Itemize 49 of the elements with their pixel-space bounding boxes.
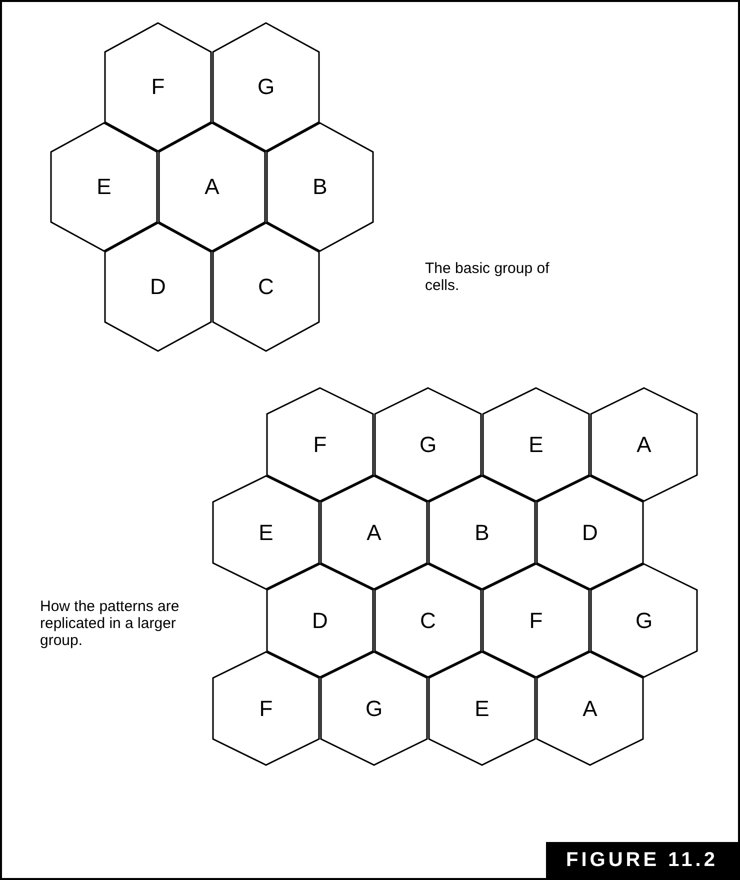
cell-letter: E	[528, 434, 544, 456]
hexagon-cell	[590, 563, 698, 678]
hexagon-cell	[536, 475, 644, 590]
hexagon-cell	[104, 22, 212, 152]
hexagon-cell	[158, 122, 266, 252]
hexagon-cell	[482, 563, 590, 678]
cell-letter: D	[150, 276, 166, 298]
cell-letter: E	[96, 176, 112, 198]
cell-letter: A	[582, 698, 598, 720]
hexagon-cell	[212, 222, 320, 352]
hexagon-cell	[374, 563, 482, 678]
cell-letter: B	[312, 176, 328, 198]
hexagon-cell	[266, 563, 374, 678]
cell-letter: D	[582, 522, 598, 544]
hexagon-cell	[212, 651, 320, 766]
hexagon-cell	[266, 387, 374, 502]
cell-letter: A	[204, 176, 220, 198]
note-text: How the patterns are replicated in a larger group.	[40, 598, 180, 649]
hexagon-cell	[50, 122, 158, 252]
cell-letter: F	[529, 610, 543, 632]
cell-letter: B	[474, 522, 490, 544]
cell-letter: G	[635, 610, 653, 632]
cell-letter: F	[313, 434, 327, 456]
note-text: The basic group of cells.	[425, 260, 550, 294]
hexagon-cell	[104, 222, 212, 352]
hexagon-cell	[212, 475, 320, 590]
hexagon-cell	[212, 22, 320, 152]
hexagon-cell	[482, 387, 590, 502]
cell-letter: A	[636, 434, 652, 456]
hexagon-cell	[536, 651, 644, 766]
hexagon-cell	[590, 387, 698, 502]
cell-letter: G	[419, 434, 437, 456]
cell-letter: A	[366, 522, 382, 544]
cell-letter: E	[258, 522, 274, 544]
cell-letter: F	[259, 698, 273, 720]
figure-caption: FIGURE 11.2	[546, 842, 738, 878]
cell-letter: E	[474, 698, 490, 720]
cell-letter: C	[258, 276, 274, 298]
hexagon-cell	[428, 651, 536, 766]
cell-letter: G	[257, 76, 275, 98]
cell-letter: D	[312, 610, 328, 632]
hexagon-cell	[320, 475, 428, 590]
cell-letter: C	[420, 610, 436, 632]
cell-letter: G	[365, 698, 383, 720]
hexagon-cell	[266, 122, 374, 252]
hexagon-cell	[428, 475, 536, 590]
hexagon-cell	[320, 651, 428, 766]
cell-letter: F	[151, 76, 165, 98]
hexagon-cell	[374, 387, 482, 502]
